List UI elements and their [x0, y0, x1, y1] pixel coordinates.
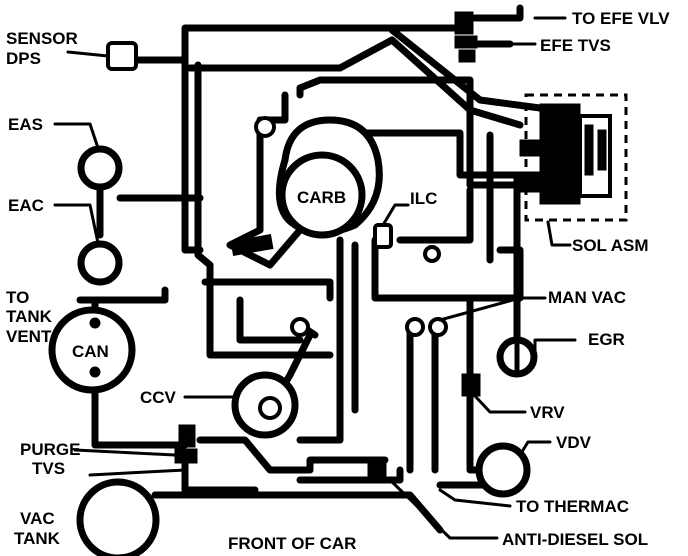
vrv-valve — [461, 373, 481, 397]
label-sensor: SENSOR — [6, 29, 78, 48]
label-leaders — [53, 16, 577, 540]
leader-man-vac — [438, 296, 547, 322]
label-tank: TANK — [6, 307, 53, 326]
label-to-thermac: TO THERMAC — [516, 497, 629, 516]
eac-valve — [77, 240, 123, 286]
hose-top-to-sol — [388, 26, 544, 112]
label-vrv: VRV — [530, 403, 565, 422]
charcoal-canister — [48, 306, 136, 394]
label-tvs: TVS — [32, 459, 65, 478]
anti-diesel-sol-fitting — [367, 462, 387, 482]
leader-eas — [53, 122, 100, 150]
hose-anti-diesel — [296, 466, 404, 484]
label-efe-tvs: EFE TVS — [540, 36, 611, 55]
label-eac: EAC — [8, 196, 44, 215]
leader-eac — [53, 203, 100, 245]
leader-egr — [533, 338, 577, 357]
solenoid-assembly — [519, 93, 628, 222]
vdv-valve — [475, 442, 531, 498]
vacuum-tank — [76, 478, 160, 556]
hose-diagonal-to-sol — [186, 36, 524, 129]
leader-sensor-dps — [66, 50, 110, 58]
hose-carb-left — [226, 91, 304, 269]
label-eas: EAS — [8, 115, 43, 134]
hose-tank-vent — [76, 286, 169, 304]
leader-purge-tvs-2 — [88, 468, 187, 477]
label-carb: CARB — [297, 188, 346, 207]
carburetor-body — [278, 151, 366, 239]
ccv-valve-center — [258, 396, 282, 420]
purge-tvs-body — [178, 424, 196, 448]
label-ccv: CCV — [140, 388, 177, 407]
label-to-efe-vlv: TO EFE VLV — [572, 9, 670, 28]
label-purge: PURGE — [20, 440, 80, 459]
hose-vac-tank — [151, 491, 444, 534]
hose-lower-left-loop — [236, 296, 304, 344]
hose-center-drop — [296, 236, 344, 444]
hose-mid-horizontal — [201, 278, 334, 302]
label-vent: VENT — [6, 327, 52, 346]
leader-anti-diesel-sol — [388, 478, 499, 540]
hose-left-inner — [194, 61, 334, 359]
label-egr: EGR — [588, 330, 625, 349]
hose-man-vac-run — [371, 236, 524, 302]
label-ilc: ILC — [410, 189, 437, 208]
efe-tvs-valve — [454, 4, 524, 63]
leader-vrv — [473, 394, 527, 414]
label-man-vac: MAN VAC — [548, 288, 626, 307]
label-can: CAN — [72, 342, 109, 361]
man-vac-fitting-left — [405, 317, 425, 337]
carb-fitting-lower-left — [230, 234, 274, 256]
leader-ilc — [381, 203, 410, 227]
leader-sol-asm — [546, 220, 572, 247]
leader-to-thermac — [438, 488, 512, 508]
carb-fitting-upper-left — [254, 116, 276, 138]
label-to: TO — [6, 288, 29, 307]
eas-valve — [77, 145, 123, 191]
hose-purge-right — [196, 436, 389, 474]
can-port-top — [89, 317, 101, 329]
label-sol-asm: SOL ASM — [572, 236, 649, 255]
label-vac: VAC — [20, 509, 55, 528]
hose-to-efe-vlv — [471, 4, 524, 22]
hose-carb-loop-top — [296, 76, 529, 189]
purge-tvs-base — [174, 448, 198, 464]
ilc-port — [423, 245, 441, 263]
hose-ilc-link — [396, 186, 474, 244]
hose-can-to-purge — [91, 366, 189, 449]
hose-purge-down — [181, 456, 259, 494]
hose-top-run — [131, 24, 469, 64]
label-dps: DPS — [6, 49, 41, 68]
label-anti-diesel-sol: ANTI-DIESEL SOL — [502, 530, 648, 549]
label-front-of-car: FRONT OF CAR — [228, 534, 356, 553]
hose-carb-loop-inner — [321, 129, 544, 179]
carb-fitting-bottom — [290, 317, 310, 337]
leader-purge-tvs — [73, 448, 177, 457]
label-vdv: VDV — [556, 433, 592, 452]
sensor-dps-module — [106, 41, 138, 71]
can-port-bottom — [89, 366, 101, 378]
man-vac-fitting-right — [428, 317, 448, 337]
ilc-valve — [373, 223, 393, 249]
leader-vdv — [518, 440, 552, 457]
label-vac-tank: TANK — [14, 529, 61, 548]
